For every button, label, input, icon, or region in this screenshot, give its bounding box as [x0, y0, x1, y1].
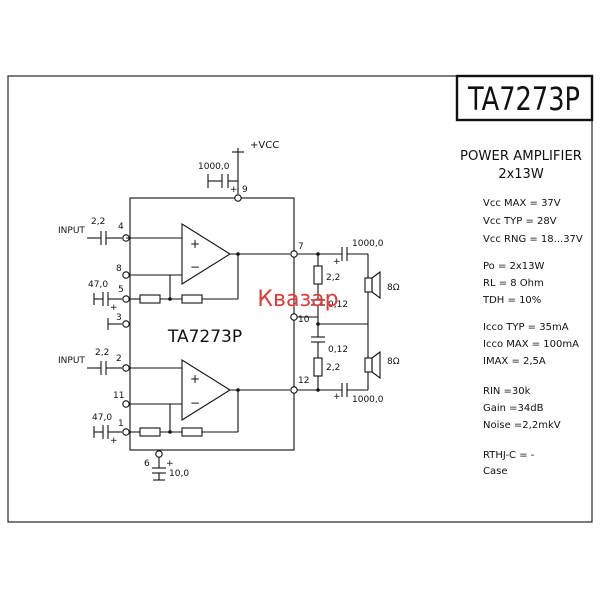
vcc-label: +VCC	[250, 140, 279, 151]
spec-icco-max: Icco MAX = 100mA	[483, 339, 579, 350]
resistor-fb2a	[139, 427, 161, 437]
svg-text:5: 5	[118, 285, 124, 295]
svg-text:+: +	[190, 372, 200, 386]
spec-vcc-rng: Vcc RNG = 18...37V	[483, 234, 583, 245]
spec-noise: Noise =2,2mkV	[483, 420, 561, 431]
spec-vcc-typ: Vcc TYP = 28V	[483, 216, 557, 227]
spec-vcc-max: Vcc MAX = 37V	[483, 198, 561, 209]
svg-text:47,0: 47,0	[88, 280, 108, 290]
spec-gain: Gain =34dB	[483, 403, 544, 414]
svg-text:6: 6	[144, 459, 150, 469]
svg-text:2,2: 2,2	[326, 363, 340, 373]
resistor-fb1b	[181, 294, 203, 304]
svg-text:11: 11	[113, 391, 124, 401]
svg-text:4: 4	[118, 222, 124, 232]
spec-power: 2x13W	[498, 167, 544, 182]
svg-text:2,2: 2,2	[326, 273, 340, 283]
svg-text:8Ω: 8Ω	[387, 283, 400, 293]
speaker-1-symbol	[364, 277, 373, 293]
svg-text:1: 1	[118, 419, 124, 429]
resistor-fb2b	[181, 427, 203, 437]
input-2-label: INPUT	[58, 356, 85, 366]
svg-text:+: +	[166, 459, 174, 469]
svg-text:2,2: 2,2	[95, 348, 109, 358]
spec-rl: RL = 8 Ohm	[483, 278, 544, 289]
svg-text:9: 9	[242, 185, 248, 195]
svg-text:8: 8	[116, 264, 122, 274]
svg-text:−: −	[190, 396, 200, 410]
outer-frame	[7, 75, 593, 523]
spec-heading: POWER AMPLIFIER	[460, 149, 582, 164]
chip-body	[129, 197, 295, 451]
svg-text:+: +	[333, 257, 341, 267]
spec-rthj: RTHJ-C = -	[483, 450, 535, 461]
resistor-out1	[313, 265, 323, 285]
svg-text:12: 12	[298, 376, 309, 386]
spec-imax: IMAX = 2,5A	[483, 356, 546, 367]
svg-text:2,2: 2,2	[91, 217, 105, 227]
input-1-label: INPUT	[58, 226, 85, 236]
resistor-fb1a	[139, 294, 161, 304]
svg-text:1000,0: 1000,0	[352, 239, 384, 249]
svg-text:3: 3	[116, 313, 122, 323]
resistor-out2	[313, 357, 323, 377]
svg-text:+: +	[333, 392, 341, 402]
amplifier-1-symbol	[181, 223, 232, 285]
spec-icco-typ: Icco TYP = 35mA	[483, 322, 569, 333]
spec-tdh: TDH = 10%	[482, 295, 541, 306]
svg-text:0,12: 0,12	[328, 300, 348, 310]
spec-case: Case	[483, 466, 507, 477]
svg-text:8Ω: 8Ω	[387, 357, 400, 367]
title: TA7273P	[467, 80, 580, 118]
chip-label: TA7273P	[167, 327, 242, 347]
svg-text:+: +	[110, 436, 118, 446]
speaker-2-symbol	[364, 357, 373, 373]
svg-text:10,0: 10,0	[169, 469, 189, 479]
cap-vcc-label: 1000,0	[198, 162, 230, 172]
svg-text:7: 7	[298, 242, 304, 252]
amplifier-2-symbol	[181, 359, 232, 421]
svg-text:+: +	[190, 237, 200, 251]
title-box	[455, 74, 594, 122]
spec-rin: RIN =30k	[483, 386, 531, 397]
spec-po: Po = 2x13W	[483, 261, 545, 272]
svg-text:2: 2	[116, 354, 122, 364]
svg-text:47,0: 47,0	[92, 413, 112, 423]
svg-text:−: −	[190, 260, 200, 274]
svg-text:1000,0: 1000,0	[352, 395, 384, 405]
svg-text:0,12: 0,12	[328, 345, 348, 355]
watermark: Квазар	[257, 287, 338, 312]
svg-text:+: +	[230, 185, 238, 195]
svg-text:10: 10	[298, 315, 310, 325]
svg-text:+: +	[110, 303, 118, 313]
